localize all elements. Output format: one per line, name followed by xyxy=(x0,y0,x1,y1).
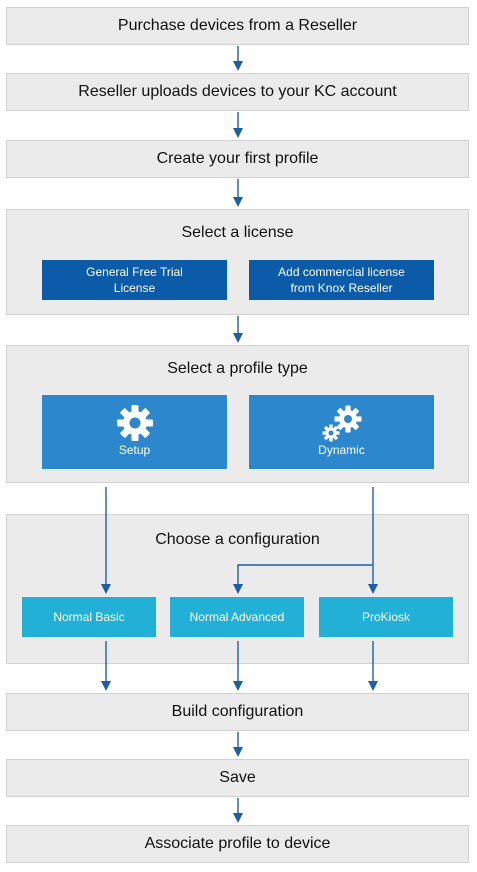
step-label: Create your first profile xyxy=(156,150,319,167)
step-associate-profile: Associate profile to device xyxy=(6,825,469,863)
gears-icon xyxy=(249,403,434,445)
step-label: Save xyxy=(219,769,256,786)
profile-type-section: Select a profile type Setup xyxy=(6,345,469,483)
step-reseller-upload: Reseller uploads devices to your KC acco… xyxy=(6,73,469,111)
normal-basic-button[interactable]: Normal Basic xyxy=(22,597,156,637)
license-section-title: Select a license xyxy=(181,224,294,241)
step-label: Build configuration xyxy=(171,703,304,720)
setup-profile-card[interactable]: Setup xyxy=(42,395,227,469)
general-free-trial-license-button[interactable]: General Free Trial License xyxy=(42,260,227,300)
step-save: Save xyxy=(6,759,469,797)
prokiosk-button[interactable]: ProKiosk xyxy=(319,597,453,637)
configuration-section-title: Choose a configuration xyxy=(155,531,320,548)
step-label: Reseller uploads devices to your KC acco… xyxy=(78,83,397,100)
dynamic-label: Dynamic xyxy=(318,443,365,457)
dynamic-profile-card[interactable]: Dynamic xyxy=(249,395,434,469)
add-commercial-license-button[interactable]: Add commercial license from Knox Reselle… xyxy=(249,260,434,300)
step-create-profile: Create your first profile xyxy=(6,140,469,178)
setup-label: Setup xyxy=(118,443,151,457)
arrow-dynamic-to-normal-advanced xyxy=(233,564,373,594)
step-label: Purchase devices from a Reseller xyxy=(117,17,358,34)
license-section: Select a license General Free Trial Lice… xyxy=(6,209,469,315)
normal-advanced-button[interactable]: Normal Advanced xyxy=(170,597,304,637)
step-build-configuration: Build configuration xyxy=(6,693,469,731)
step-purchase-devices: Purchase devices from a Reseller xyxy=(6,7,469,45)
step-label: Associate profile to device xyxy=(144,835,331,852)
gear-icon xyxy=(42,403,227,443)
profile-type-section-title: Select a profile type xyxy=(167,360,308,377)
